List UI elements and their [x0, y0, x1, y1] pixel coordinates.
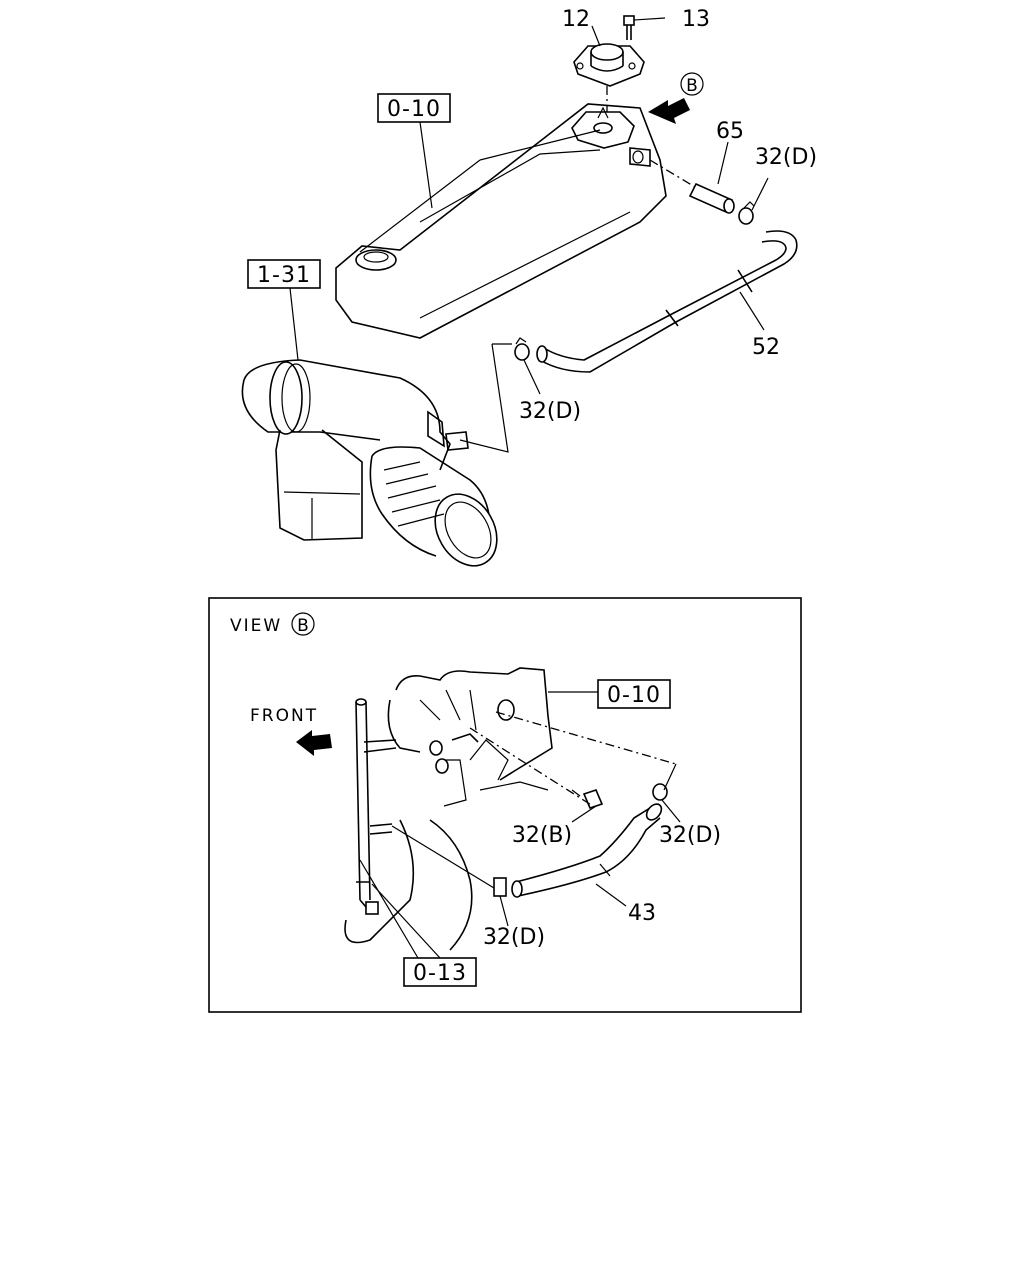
dipstick-tube-drawing — [355, 698, 397, 915]
clip-32d-bottom-drawing — [493, 877, 507, 897]
breather-hose-52-drawing — [536, 230, 798, 373]
view-title-prefix: VIEW — [230, 616, 282, 636]
cap-seat-drawing — [571, 106, 635, 149]
ref-label-0-10-top: 0-10 — [387, 97, 441, 122]
view-title-marker: B — [297, 616, 309, 636]
callout-32d-top: 32(D) — [755, 145, 817, 170]
ref-box-0-13 — [403, 957, 477, 987]
ref-label-0-13: 0-13 — [413, 961, 467, 986]
callout-13: 13 — [682, 7, 710, 32]
breather-hose-43-drawing — [511, 803, 663, 898]
view-marker-b: B — [686, 76, 698, 96]
callout-65: 65 — [716, 119, 744, 144]
hose-clip-middle-drawing — [514, 337, 530, 361]
view-b-detail: VIEW B FRONT — [208, 597, 802, 1013]
callout-32b: 32(B) — [512, 823, 572, 848]
clip-32b-drawing — [571, 789, 604, 809]
ref-box-0-10-top — [377, 93, 451, 123]
callout-12: 12 — [562, 7, 590, 32]
clip-32d-right-drawing — [652, 783, 668, 801]
ref-box-1-31 — [247, 259, 321, 289]
engine-block-drawing — [344, 667, 553, 951]
ref-box-0-10-detail — [597, 679, 671, 709]
ref-label-0-10-detail: 0-10 — [607, 683, 661, 708]
view-b-frame — [208, 597, 802, 1013]
callout-52: 52 — [752, 335, 780, 360]
callout-43: 43 — [628, 901, 656, 926]
front-arrow-icon — [296, 730, 332, 756]
callout-32d-middle: 32(D) — [519, 399, 581, 424]
hose-clip-top-drawing — [738, 201, 755, 225]
cylinder-head-cover-drawing — [335, 103, 667, 339]
top-assembly-view: B 0-10 1-31 12 13 65 32(D) 52 32(D) — [241, 7, 817, 567]
callout-32d-bottom: 32(D) — [483, 925, 545, 950]
oil-filler-cap-drawing — [573, 43, 645, 87]
air-intake-duct-drawing — [241, 359, 498, 567]
ref-label-1-31: 1-31 — [257, 263, 311, 288]
view-b-arrow-drawing: B — [648, 72, 704, 124]
front-label: FRONT — [250, 706, 318, 726]
callout-32d-right: 32(D) — [659, 823, 721, 848]
breather-pipe-65-drawing — [649, 159, 735, 214]
bolt-drawing — [623, 15, 666, 40]
